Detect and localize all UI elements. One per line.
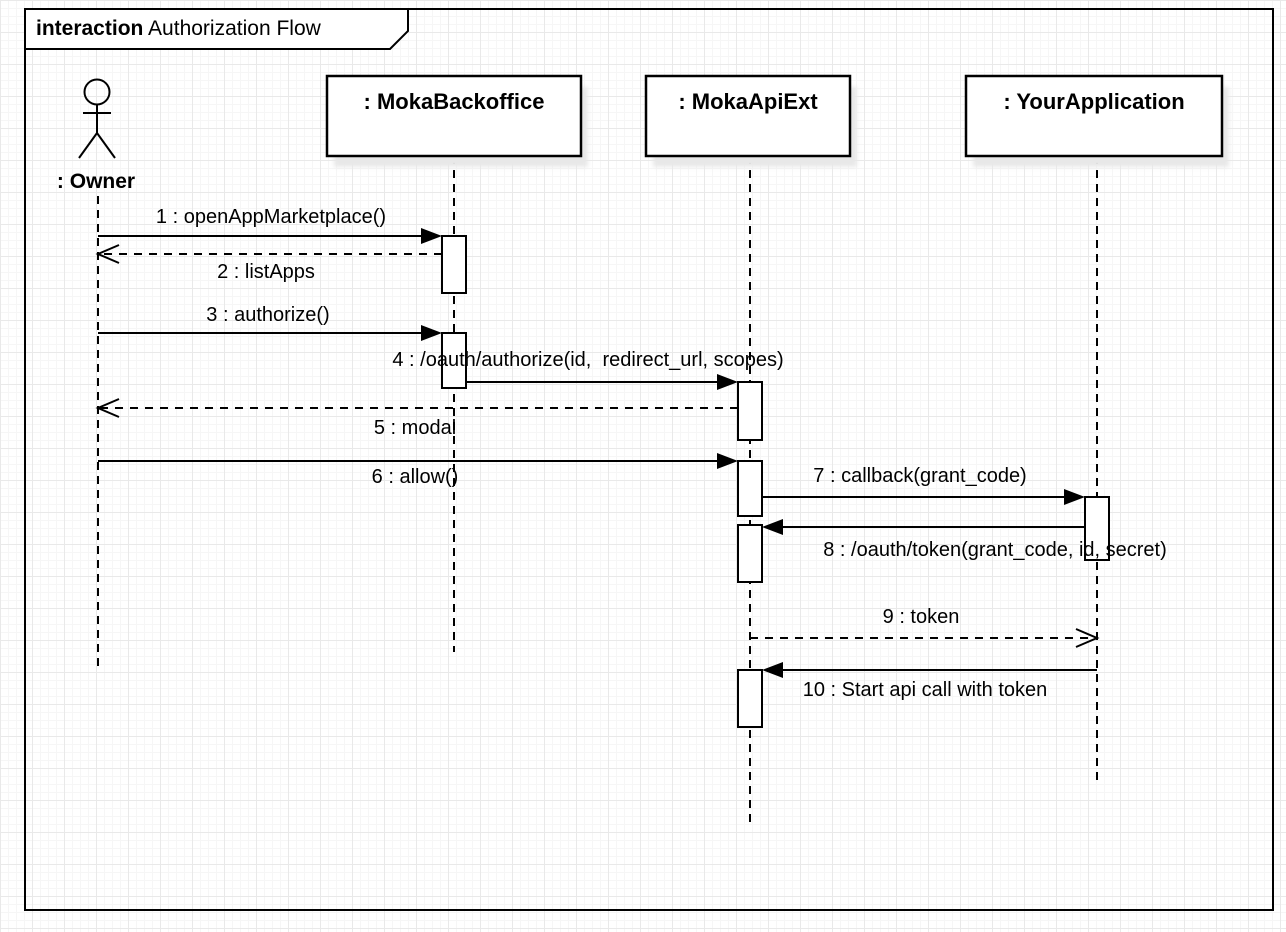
arrowhead-filled-icon <box>421 228 442 244</box>
arrowhead-filled-icon <box>421 325 442 341</box>
arrowhead-open-icon <box>95 398 120 418</box>
activation-bar-mokabackoffice-2 <box>441 332 467 389</box>
arrowhead-filled-icon <box>762 662 783 678</box>
activation-bar-mokabackoffice-1 <box>441 235 467 294</box>
activation-bar-mokaapiext-3 <box>737 524 763 583</box>
arrowhead-filled-icon <box>717 374 738 390</box>
arrowhead-open-icon <box>1075 628 1100 648</box>
lifeline-head-yourapplication <box>964 74 1224 158</box>
lifeline-head-mokabackoffice <box>325 74 583 158</box>
arrowhead-filled-icon <box>1064 489 1085 505</box>
activation-bar-mokaapiext-1 <box>737 381 763 441</box>
frame-title-tab <box>24 8 409 50</box>
actor-icon <box>78 78 116 159</box>
arrowhead-open-icon <box>95 244 120 264</box>
activation-bar-mokaapiext-4 <box>737 669 763 728</box>
activation-bar-mokaapiext-2 <box>737 460 763 517</box>
arrowhead-filled-icon <box>717 453 738 469</box>
activation-bar-yourapplication-1 <box>1084 496 1110 561</box>
interaction-frame <box>24 8 1274 911</box>
arrowhead-filled-icon <box>762 519 783 535</box>
lifeline-head-mokaapiext <box>644 74 852 158</box>
